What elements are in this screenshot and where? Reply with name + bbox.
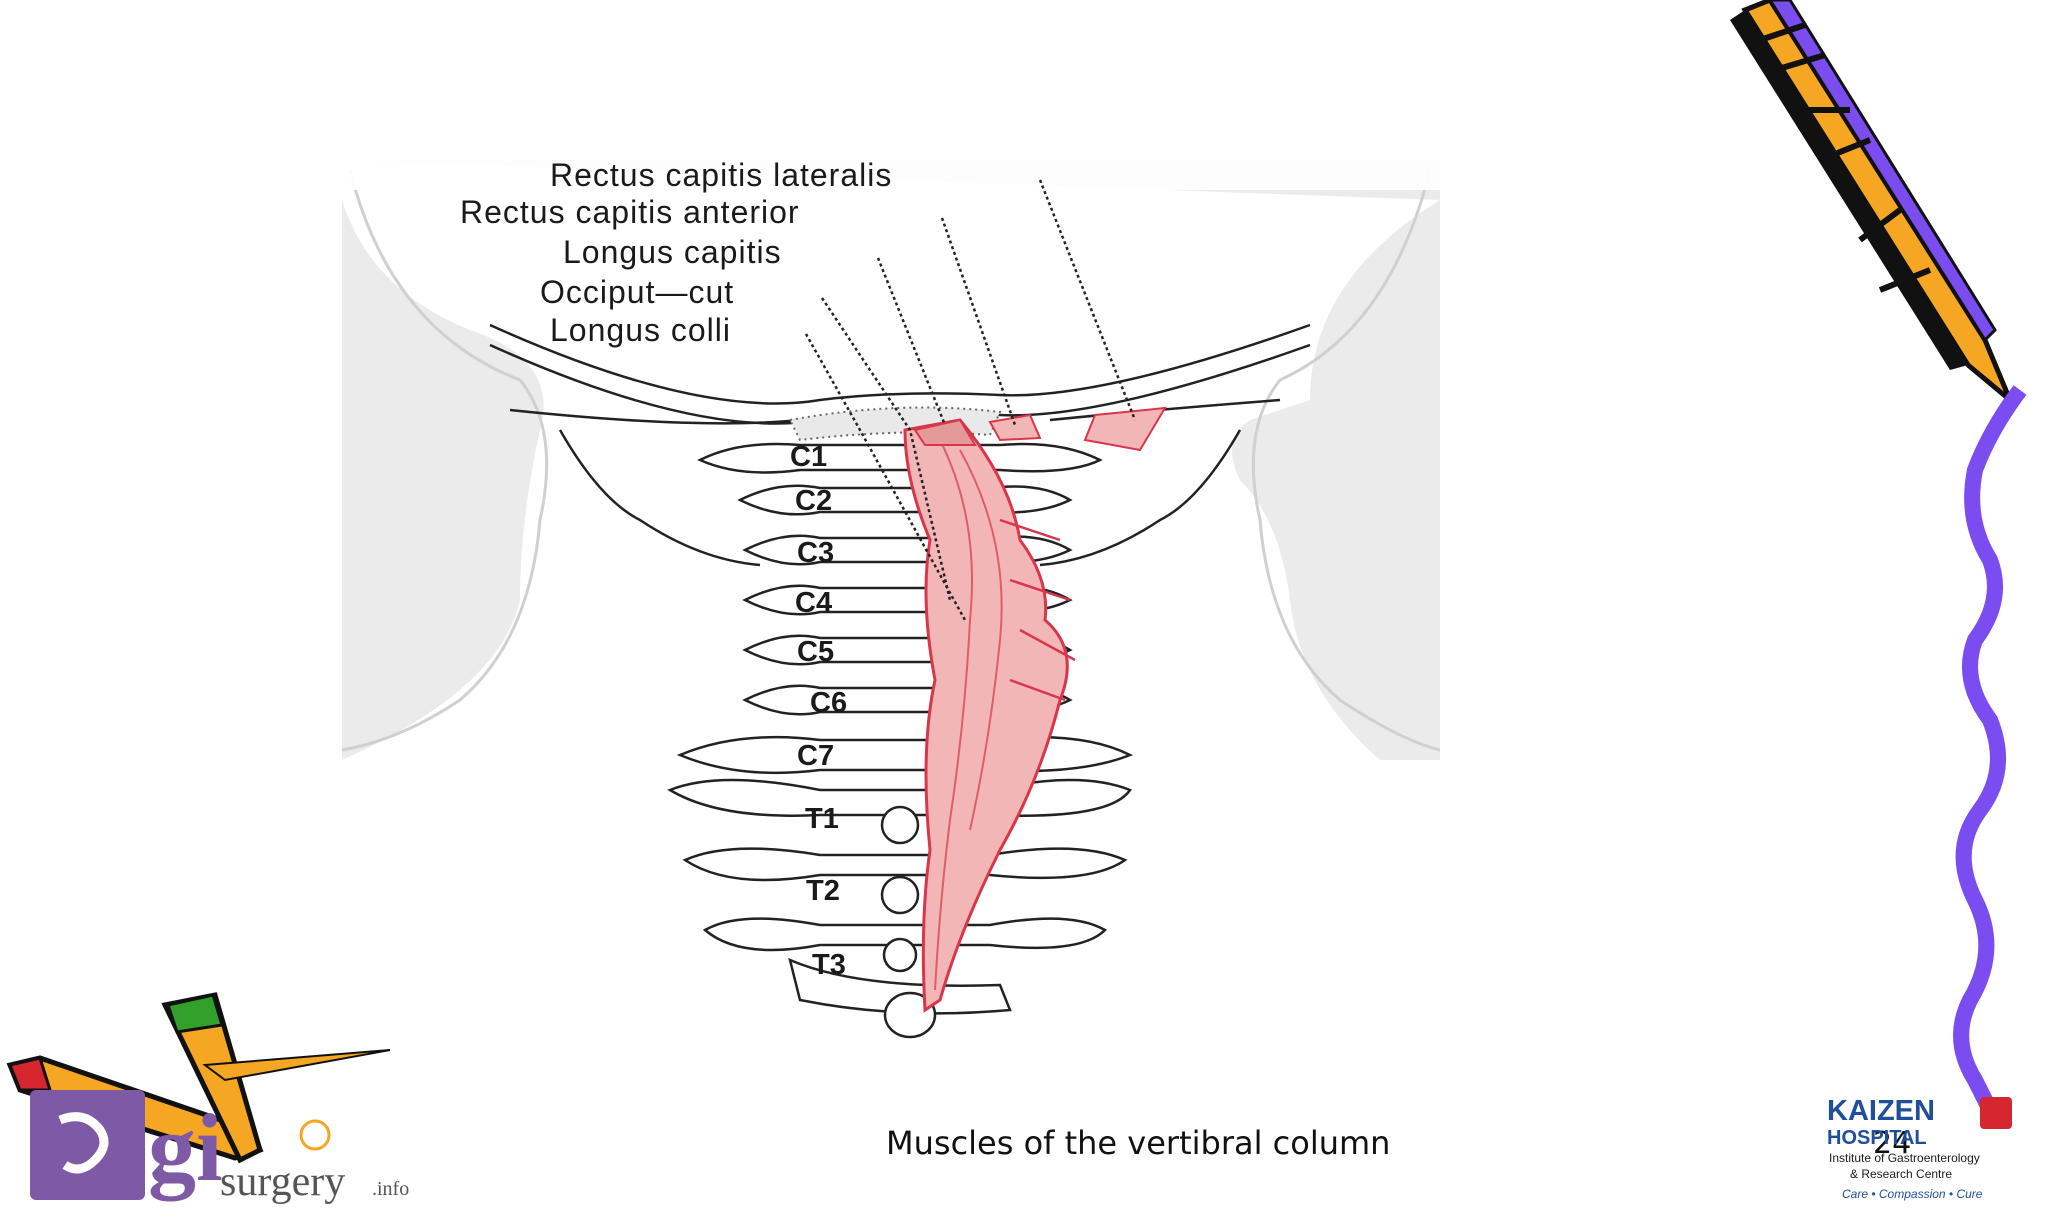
label-occiput-cut: Occiput—cut bbox=[540, 274, 734, 310]
vertebra-label: C6 bbox=[810, 687, 847, 719]
kaizen-tagline: Care • Compassion • Cure bbox=[1842, 1187, 1983, 1201]
longus-muscles bbox=[903, 406, 1167, 1013]
vertebra-label: T2 bbox=[806, 875, 840, 907]
slide-caption: Muscles of the vertibral column bbox=[886, 1124, 1391, 1162]
gi-word: surgery bbox=[220, 1159, 345, 1205]
kaizen-logo-graphic: KAIZEN HOSPITAL Institute of Gastroenter… bbox=[1827, 1095, 2012, 1201]
vertebra-label: T3 bbox=[812, 949, 846, 981]
kaizen-name-line2: HOSPITAL bbox=[1827, 1127, 1927, 1149]
label-rectus-capitis-anterior: Rectus capitis anterior bbox=[460, 194, 800, 230]
gi-logo-graphic: gi surgery .info bbox=[30, 1090, 409, 1205]
label-rectus-capitis-lateralis: Rectus capitis lateralis bbox=[550, 157, 892, 193]
label-longus-colli: Longus colli bbox=[550, 312, 731, 348]
gi-surgery-logo: gi surgery .info bbox=[30, 1085, 430, 1205]
kaizen-subtitle2: & Research Centre bbox=[1850, 1167, 1952, 1181]
vertebra-label: C3 bbox=[797, 537, 834, 569]
vertebra-label: C2 bbox=[795, 485, 832, 517]
pencil-clipart-top-right bbox=[1730, 0, 2013, 402]
vertebra-label: T1 bbox=[805, 803, 839, 835]
slide-number: 24 bbox=[1873, 1126, 1912, 1161]
vertebral-column bbox=[667, 442, 1134, 1039]
kaizen-emblem-icon bbox=[1980, 1097, 2012, 1129]
kaizen-subtitle1: Institute of Gastroenterology bbox=[1829, 1151, 1980, 1165]
neck-silhouette bbox=[341, 160, 1442, 760]
label-longus-capitis: Longus capitis bbox=[563, 234, 782, 270]
vertebra-label: C1 bbox=[790, 441, 827, 473]
gi-suffix: .info bbox=[372, 1178, 409, 1200]
gi-mark: gi bbox=[148, 1094, 223, 1201]
leader-lines bbox=[804, 179, 1137, 621]
kaizen-hospital-logo: KAIZEN HOSPITAL Institute of Gastroenter… bbox=[1822, 1092, 2022, 1204]
vertebra-label: C7 bbox=[797, 740, 834, 772]
vertebra-label: C5 bbox=[797, 636, 834, 668]
sun-icon bbox=[299, 1119, 331, 1151]
purple-squiggle-decoration bbox=[1953, 385, 2027, 1124]
vertebra-label: C4 bbox=[795, 587, 832, 619]
kaizen-name-line1: KAIZEN bbox=[1827, 1095, 1935, 1127]
